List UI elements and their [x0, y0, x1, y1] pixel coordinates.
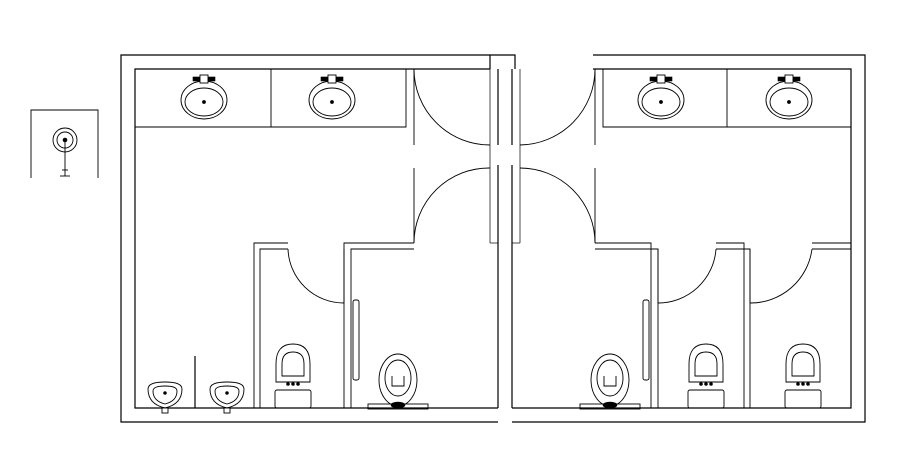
- door-swing-icon: [287, 248, 345, 304]
- wall-basin-icon: [147, 381, 183, 414]
- toilet-icon: [274, 343, 312, 409]
- toilet-icon: [784, 343, 822, 409]
- wall-basin-icon: [308, 74, 356, 120]
- door-swing-icon: [413, 68, 491, 146]
- door-swing-icon: [519, 167, 596, 244]
- wall-basin-icon: [209, 381, 245, 414]
- squat-toilet-icon: [579, 353, 641, 410]
- vanity-counter-left: [135, 69, 407, 128]
- door-swing-icon: [749, 248, 813, 304]
- toilet-icon: [687, 343, 725, 409]
- grab-bar: [352, 299, 360, 381]
- door-swing-icon: [519, 68, 596, 146]
- door-swing-icon: [413, 167, 491, 244]
- vanity-counter-right: [602, 69, 851, 128]
- wall-basin-icon: [765, 74, 813, 120]
- stall-partitions-right: [595, 242, 851, 408]
- squat-toilet-icon: [367, 353, 429, 410]
- door-swing-icon: [657, 248, 717, 304]
- stall-partitions-left: [253, 242, 414, 408]
- fixture-legend-symbol: [30, 109, 99, 178]
- wall-basin-icon: [637, 74, 685, 120]
- outer-walls: [120, 54, 866, 423]
- grab-bar: [642, 299, 650, 381]
- wall-basin-icon: [180, 74, 228, 120]
